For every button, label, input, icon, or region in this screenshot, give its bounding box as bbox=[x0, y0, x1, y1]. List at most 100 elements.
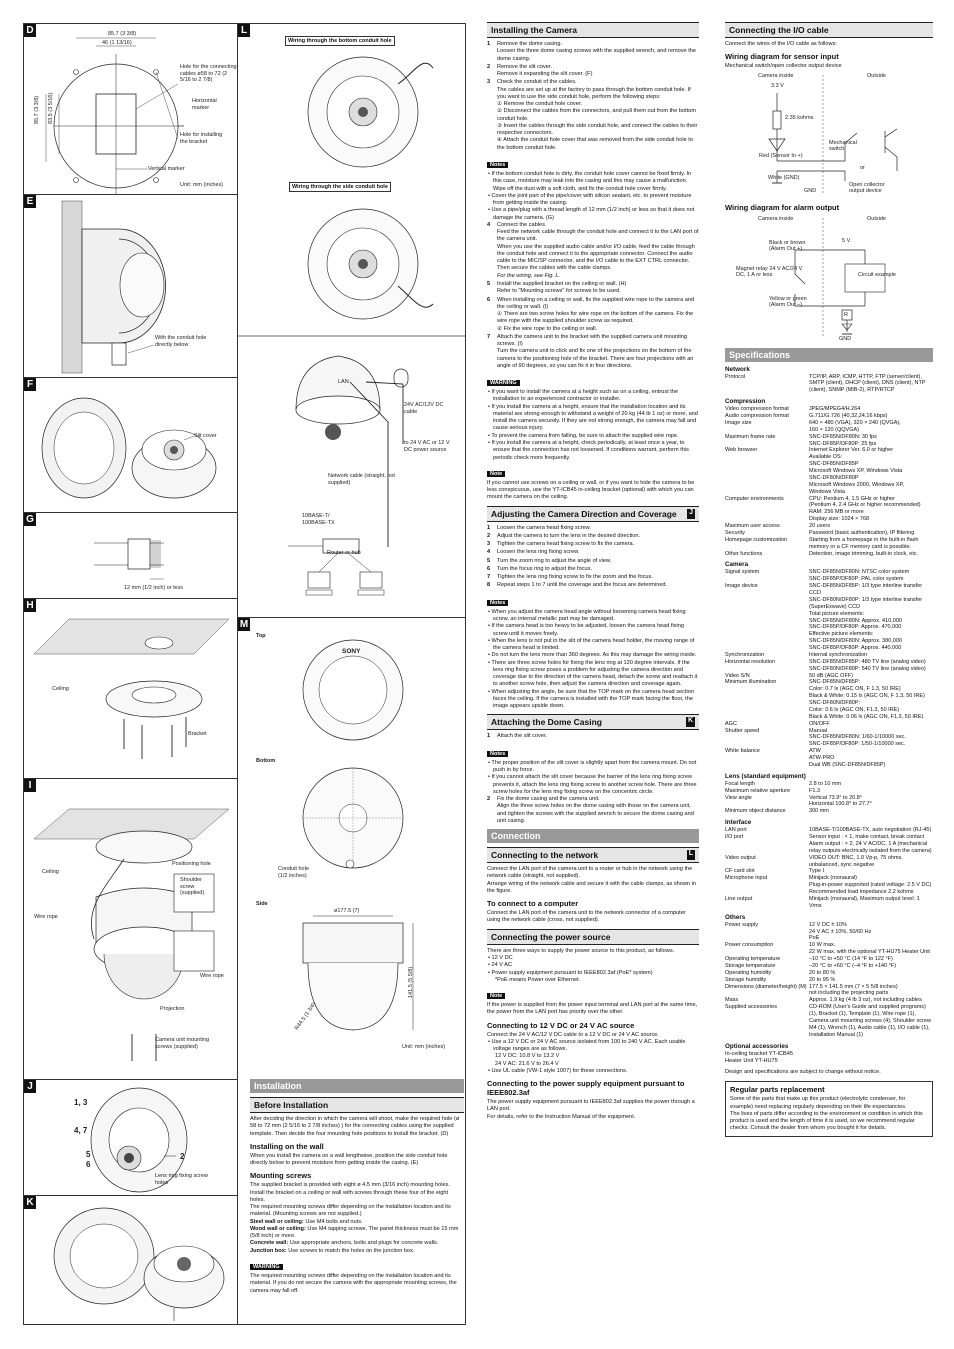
spec-key: Video output bbox=[725, 854, 756, 861]
network-spec-heading: Network bbox=[725, 365, 750, 373]
before-installation-text: After deciding the direction in which th… bbox=[250, 1116, 460, 1137]
note-badge: Note bbox=[487, 470, 506, 477]
warning-text: The required mounting screws differ depe… bbox=[250, 1272, 457, 1294]
note-item: • When the lens is not put in the slit o… bbox=[488, 637, 695, 652]
junction-line: Junction box: Use screws to match the ho… bbox=[250, 1248, 464, 1255]
mounting-screws-caption: Camera unit mounting screws (supplied) bbox=[155, 1037, 210, 1050]
step-text: Tighten the lens ring fixing screw to fi… bbox=[497, 574, 653, 581]
compression-spec-heading: Compression bbox=[725, 398, 766, 406]
spec-value: –10 °C to +50 °C (14 °F to 122 °F) bbox=[809, 956, 893, 963]
installing-camera-heading: Installing the Camera bbox=[487, 22, 699, 38]
figure-label: F bbox=[24, 378, 36, 391]
adjusting-heading: Adjusting the Camera Direction and Cover… bbox=[487, 505, 699, 522]
spec-value: ON/OFF bbox=[809, 720, 830, 727]
spec-value: SNC-DF85N/DF85P: Color: 0.7 lx (AGC ON, … bbox=[809, 679, 925, 720]
concrete-line: Concrete wall: Use appropriate anchors, … bbox=[250, 1240, 464, 1247]
spec-key: Image size bbox=[725, 419, 752, 426]
spec-key: White balance bbox=[725, 748, 760, 755]
notes-badge: Notes bbox=[487, 161, 509, 168]
spec-value: Type I bbox=[809, 868, 824, 875]
figure-label: H bbox=[24, 599, 36, 612]
bottom-conduit-title: Wiring through the bottom conduit hole bbox=[285, 36, 395, 46]
figure-l: L Wiring through the bottom conduit hole… bbox=[238, 24, 465, 618]
heading-text: Before Installation bbox=[254, 1100, 329, 1110]
wall-text: When you install the camera on a wall le… bbox=[250, 1152, 448, 1167]
power-text: There are three ways to supply the power… bbox=[487, 947, 675, 954]
heading-text: Adjusting the Camera Direction and Cover… bbox=[491, 508, 677, 519]
steel-line: Steel wall or ceiling: Use M4 bolts and … bbox=[250, 1219, 464, 1226]
wire-rope-caption-2: Wire rope bbox=[200, 973, 224, 979]
spec-key: Video S/N bbox=[725, 672, 750, 679]
spec-row: Storage temperature–20 °C to +60 °C (–4 … bbox=[725, 963, 933, 970]
lan-port-caption: LAN bbox=[338, 379, 349, 385]
horizontal-marker-caption: Horizontal marker bbox=[192, 98, 217, 111]
wood-label: Wood wall or ceiling: bbox=[250, 1225, 306, 1232]
positioning-hole-caption: Positioning hole bbox=[172, 861, 211, 867]
step-title: Remove the dome casing. bbox=[497, 41, 562, 47]
regular-parts-text: Some of the parts that make up this prod… bbox=[730, 1096, 923, 1132]
dimension-drawings bbox=[302, 639, 414, 1031]
resistor-label: 2.35 kohms bbox=[785, 114, 814, 121]
spec-key: Web browser bbox=[725, 447, 758, 454]
template-drawing bbox=[45, 37, 184, 194]
ceiling-caption: Ceiling bbox=[42, 869, 59, 875]
warning-item: • If you install the camera at a height,… bbox=[488, 440, 689, 461]
heading-text: Attaching the Dome Casing bbox=[491, 717, 602, 728]
step-title: Attach the camera unit to the bracket wi… bbox=[497, 333, 687, 348]
sub-step: ④ Attach the conduit hole cover that was… bbox=[497, 137, 693, 151]
camera-head-drawing bbox=[90, 1087, 188, 1193]
power-item: • Power supply equipment pursuant to IEE… bbox=[488, 969, 653, 976]
spec-key: Audio compression format bbox=[725, 413, 789, 420]
figure-j: J 1, 3 4, 7 5 6 2 Lens ring fixing screw… bbox=[24, 1080, 237, 1196]
sensor-diagram: Camera inside Outside 3.3 V 2.35 kohms M… bbox=[725, 71, 933, 199]
yellow-wire-label: Yellow or green (Alarm Out –) bbox=[769, 295, 807, 309]
figure-label: J bbox=[24, 1080, 36, 1093]
warning-item: • To prevent the camera from falling, be… bbox=[488, 432, 679, 439]
step-label-1-3: 1, 3 bbox=[74, 1098, 88, 1107]
spec-value: 10 W max. 22 W max. with the optional YT… bbox=[809, 942, 930, 956]
bracket-caption: Bracket bbox=[188, 731, 207, 737]
height-caption: 141.5 (5 5/8) bbox=[408, 966, 414, 998]
base-t-caption: 10BASE-T/ 100BASE-TX bbox=[302, 513, 335, 526]
step-label-2: 2 bbox=[180, 1152, 185, 1161]
power-item: • 12 V DC bbox=[488, 954, 513, 961]
spec-value: 640 × 480 (VGA), 320 × 240 (QVGA), 160 ×… bbox=[809, 419, 901, 433]
io-intro: Connect the wires of the I/O cable as fo… bbox=[725, 41, 837, 47]
brand-mark: SONY bbox=[342, 648, 361, 655]
spec-value: Vertical 73.9° to 20.8° Horizontal 100.8… bbox=[809, 794, 872, 808]
figure-column-left: D 85.7 (3 3/8) 46 (1 13/16) 85.7 (3 3/8)… bbox=[23, 23, 238, 1325]
step-title: Install the supplied bracket on the ceil… bbox=[497, 280, 627, 287]
figure-label: E bbox=[24, 195, 36, 208]
ieee-text: The power supply equipment pursuant to I… bbox=[487, 1099, 695, 1120]
spec-value: 10BASE-T/100BASE-TX, auto negotiation (R… bbox=[809, 827, 932, 834]
spec-value: ATW ATW-PRO Dual WB (SNC-DF85N/DF85P) bbox=[809, 748, 886, 768]
bottom-view-label: Bottom bbox=[256, 758, 276, 764]
dome-casing-drawing bbox=[53, 1207, 225, 1321]
top-view-label: Top bbox=[256, 633, 266, 639]
step-text: Tighten the camera head fixing screw to … bbox=[497, 541, 635, 548]
spec-value: 20 users bbox=[809, 523, 831, 530]
step-text: Repeat steps 1 to 7 until the coverage a… bbox=[497, 582, 668, 589]
note-text: If you cannot use screws on a ceiling or… bbox=[487, 479, 695, 501]
pipe-plug-drawing bbox=[94, 538, 164, 580]
spec-row: Dimensions (diameter/height) (M)177.5 × … bbox=[725, 984, 933, 998]
figure-m: M Top Bottom Side SONY Conduit hole (1/2… bbox=[238, 618, 465, 1058]
spec-key: Other functions bbox=[725, 550, 763, 557]
lens-ring-caption: Lens ring fixing screw holes bbox=[155, 1173, 208, 1186]
io-heading: Connecting the I/O cable bbox=[725, 22, 933, 38]
